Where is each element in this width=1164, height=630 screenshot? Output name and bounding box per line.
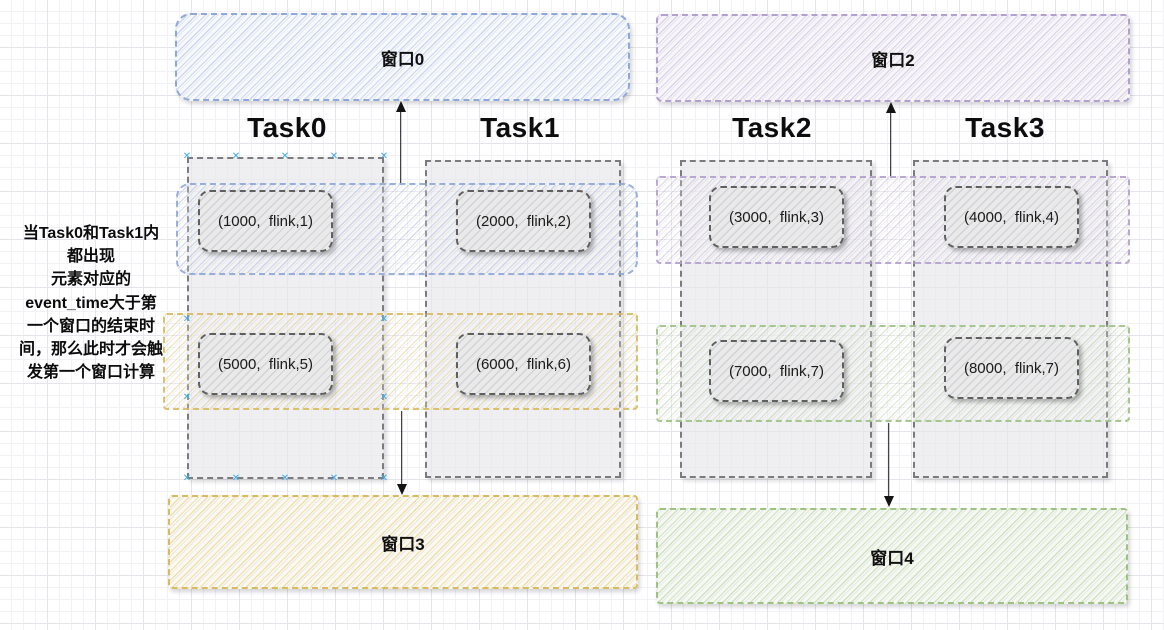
arrow-tasks01-to-window0[interactable] bbox=[395, 101, 406, 183]
event-box-label: (4000, flink,4) bbox=[963, 208, 1060, 226]
event-box-task2-2[interactable]: (7000, flink,7) bbox=[709, 340, 844, 402]
arrowhead-icon bbox=[396, 484, 407, 495]
resize-handle[interactable]: ✕ bbox=[379, 473, 389, 484]
window4-bar[interactable]: 窗口4 bbox=[656, 508, 1128, 604]
event-box-label: (8000, flink,7) bbox=[963, 359, 1060, 377]
arrowhead-icon bbox=[395, 101, 406, 112]
arrow-shaft bbox=[887, 423, 890, 499]
window4-label: 窗口4 bbox=[870, 548, 914, 568]
annotation-text[interactable]: 当Task0和Task1内 都出现 元素对应的 event_time大于第 一个… bbox=[18, 225, 163, 382]
resize-handle[interactable]: ✕ bbox=[231, 151, 241, 162]
resize-handle[interactable]: ✕ bbox=[182, 151, 192, 162]
resize-handle[interactable]: ✕ bbox=[182, 473, 192, 484]
resize-handle[interactable]: ✕ bbox=[379, 151, 389, 162]
resize-handle[interactable]: ✕ bbox=[280, 151, 290, 162]
resize-handle[interactable]: ✕ bbox=[379, 314, 389, 325]
event-box-task0-1[interactable]: (1000, flink,1) bbox=[198, 190, 333, 252]
event-box-task1-2[interactable]: (6000, flink,6) bbox=[456, 333, 591, 395]
event-box-label: (3000, flink,3) bbox=[728, 208, 825, 226]
arrow-shaft bbox=[889, 110, 892, 176]
window0-bar[interactable]: 窗口0 bbox=[175, 13, 630, 101]
event-box-label: (2000, flink,2) bbox=[475, 212, 572, 230]
event-box-task0-2[interactable]: (5000, flink,5) bbox=[198, 333, 333, 395]
window0-label: 窗口0 bbox=[380, 49, 425, 69]
event-box-task2-1[interactable]: (3000, flink,3) bbox=[709, 186, 844, 248]
resize-handle[interactable]: ✕ bbox=[379, 392, 389, 403]
resize-handle[interactable]: ✕ bbox=[182, 314, 192, 325]
arrow-shaft bbox=[399, 109, 402, 183]
task1-label[interactable]: Task1 bbox=[480, 112, 560, 143]
resize-handle[interactable]: ✕ bbox=[182, 392, 192, 403]
arrowhead-icon bbox=[885, 102, 896, 113]
arrow-tasks01-to-window3[interactable] bbox=[396, 411, 407, 495]
event-box-label: (1000, flink,1) bbox=[217, 212, 314, 230]
arrowhead-icon bbox=[883, 496, 894, 507]
task2-label[interactable]: Task2 bbox=[732, 112, 812, 143]
window3-label: 窗口3 bbox=[381, 534, 425, 554]
resize-handle[interactable]: ✕ bbox=[231, 473, 241, 484]
resize-handle[interactable]: ✕ bbox=[329, 151, 339, 162]
resize-handle[interactable]: ✕ bbox=[329, 473, 339, 484]
arrow-tasks23-to-window4[interactable] bbox=[883, 423, 894, 507]
event-box-label: (5000, flink,5) bbox=[217, 355, 314, 373]
window2-label: 窗口2 bbox=[871, 50, 915, 70]
arrow-tasks23-to-window2[interactable] bbox=[885, 102, 896, 176]
event-box-task1-1[interactable]: (2000, flink,2) bbox=[456, 190, 591, 252]
resize-handle[interactable]: ✕ bbox=[280, 473, 290, 484]
event-box-task3-2[interactable]: (8000, flink,7) bbox=[944, 337, 1079, 399]
task3-label[interactable]: Task3 bbox=[965, 112, 1045, 143]
event-box-task3-1[interactable]: (4000, flink,4) bbox=[944, 186, 1079, 248]
window2-bar[interactable]: 窗口2 bbox=[656, 14, 1130, 102]
event-box-label: (7000, flink,7) bbox=[728, 362, 825, 380]
arrow-shaft bbox=[400, 411, 403, 487]
window3-bar[interactable]: 窗口3 bbox=[168, 495, 638, 589]
task0-label[interactable]: Task0 bbox=[247, 112, 327, 143]
event-box-label: (6000, flink,6) bbox=[475, 355, 572, 373]
